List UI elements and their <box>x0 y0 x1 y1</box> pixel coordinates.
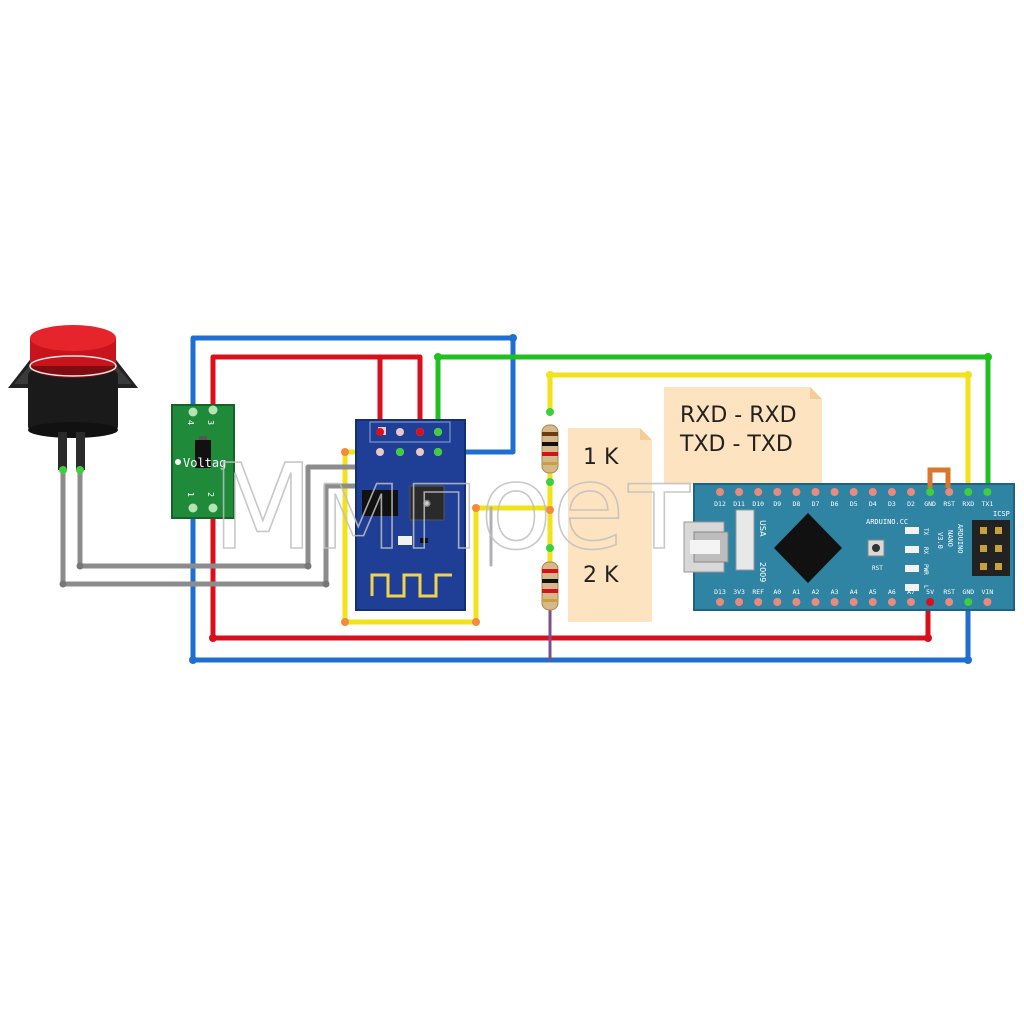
arduino-pin-top-3 <box>773 488 782 496</box>
arduino-pin-label-top-1: D11 <box>733 500 745 508</box>
arduino-pin-label-bottom-10: A7 <box>907 588 915 596</box>
arduino-pin-label-bottom-7: A4 <box>850 588 858 596</box>
arduino-pin-label-bottom-13: GND <box>962 588 974 596</box>
arduino-pin-top-4 <box>792 488 801 496</box>
arduino-pin-top-13 <box>964 488 973 496</box>
watermark: Ммпоет <box>212 438 694 576</box>
arduino-year-label: 2009 <box>758 562 767 582</box>
arduino-pin-label-top-14: TX1 <box>982 500 994 508</box>
arduino-pin-label-top-5: D7 <box>812 500 820 508</box>
arduino-pin-label-top-11: GND <box>924 500 936 508</box>
note-txd: TXD - TXD <box>679 432 793 457</box>
arduino-pin-bottom-0 <box>716 598 724 606</box>
arduino-pin-bottom-2 <box>754 598 763 606</box>
arduino-pin-label-top-7: D5 <box>850 500 858 508</box>
arduino-pin-label-top-10: D2 <box>907 500 915 508</box>
wire-red-bottom <box>210 505 931 641</box>
arduino-pin-top-8 <box>868 488 877 496</box>
arduino-pin-top-0 <box>716 488 724 496</box>
arduino-pin-bottom-3 <box>773 598 782 606</box>
arduino-pin-label-bottom-5: A2 <box>812 588 820 596</box>
voltage-regulator: 4 3 1 2 Voltag <box>171 404 235 519</box>
note-rxd: RXD - RXD <box>680 403 797 428</box>
arduino-pin-bottom-11 <box>926 598 935 606</box>
wire-green <box>435 354 991 495</box>
arduino-pin-top-6 <box>830 488 839 496</box>
regulator-pin-1: 1 <box>186 492 195 497</box>
arduino-pin-bottom-13 <box>964 598 973 606</box>
arduino-pin-bottom-10 <box>907 598 915 606</box>
arduino-bottom-pins: D13 3V3 REF A0 A1 A2 A3 A4 A5 A6 A7 5V RST GND VIN <box>714 588 993 606</box>
arduino-model-2: NANO <box>946 530 954 547</box>
arduino-pin-bottom-1 <box>735 598 744 606</box>
arduino-model-1: ARDUINO <box>956 524 964 554</box>
resistor-2k <box>541 506 559 611</box>
arduino-pin-label-bottom-8: A5 <box>869 588 877 596</box>
arduino-pin-top-7 <box>849 488 858 496</box>
arduino-pin-top-10 <box>907 488 915 496</box>
arduino-pin-top-11 <box>926 488 935 496</box>
arduino-pin-top-5 <box>811 488 820 496</box>
wire-red-top <box>210 354 423 433</box>
arduino-pin-label-top-2: D10 <box>752 500 764 508</box>
arduino-led-rx: RX <box>922 547 929 555</box>
arduino-pin-label-top-9: D3 <box>888 500 896 508</box>
regulator-label: Voltag <box>183 456 226 470</box>
arduino-pin-bottom-6 <box>830 598 839 606</box>
arduino-brand: ARDUINO.CC <box>866 518 908 526</box>
regulator-pin-3: 3 <box>206 420 215 425</box>
arduino-pin-top-12 <box>945 488 954 496</box>
arduino-pin-label-top-8: D4 <box>869 500 877 508</box>
arduino-pin-label-bottom-2: REF <box>752 588 764 596</box>
note-serial: RXD - RXD TXD - TXD <box>664 387 822 484</box>
arduino-pin-bottom-7 <box>849 598 858 606</box>
arduino-pin-label-bottom-1: 3V3 <box>733 588 745 596</box>
arduino-pin-label-bottom-4: A1 <box>792 588 800 596</box>
arduino-led-pwr: PWR <box>922 564 929 575</box>
arduino-pin-top-9 <box>887 488 896 496</box>
arduino-pin-label-bottom-0: D13 <box>714 588 726 596</box>
arduino-pin-label-top-0: D12 <box>714 500 726 508</box>
arduino-pin-top-14 <box>983 488 992 496</box>
arduino-pin-bottom-12 <box>945 598 954 606</box>
arduino-led-tx: TX <box>922 528 929 536</box>
arduino-pin-top-2 <box>754 488 763 496</box>
arduino-pin-bottom-5 <box>811 598 820 606</box>
wire-yellow-top <box>547 372 971 495</box>
arduino-pin-label-top-3: D9 <box>773 500 781 508</box>
arduino-top-pins: D12 D11 D10 D9 D8 D7 D6 D5 D4 D3 D2 GND RST RXD TX1 <box>714 488 993 508</box>
arduino-pin-bottom-9 <box>887 598 896 606</box>
arduino-pin-label-top-13: RXD <box>962 500 974 508</box>
arduino-pin-label-top-4: D8 <box>792 500 800 508</box>
arduino-pin-label-bottom-6: A3 <box>831 588 839 596</box>
note-resistor-values: 1 K 2 K <box>568 428 652 622</box>
arduino-pin-bottom-14 <box>983 598 992 606</box>
arduino-pin-top-1 <box>735 488 744 496</box>
arduino-pin-bottom-8 <box>868 598 877 606</box>
arduino-usa-label: USA <box>758 520 767 537</box>
arduino-pin-label-top-6: D6 <box>831 500 839 508</box>
regulator-pin-2: 2 <box>206 492 215 497</box>
regulator-pin-4: 4 <box>186 420 195 425</box>
arduino-led-l: L <box>922 585 929 589</box>
arduino-rst-label: RST <box>872 565 883 572</box>
arduino-icsp-label: ICSP <box>993 510 1010 518</box>
arduino-pin-bottom-4 <box>792 598 801 606</box>
note-2k: 2 K <box>583 563 619 588</box>
arduino-model-3: V3.0 <box>936 532 944 549</box>
resistor-1k <box>541 408 559 486</box>
arduino-pin-label-bottom-3: A0 <box>773 588 781 596</box>
note-1k: 1 K <box>583 445 619 470</box>
push-button <box>8 325 138 474</box>
arduino-pin-label-bottom-11: 5V <box>926 588 934 596</box>
esp01-module: ✺ <box>355 419 466 611</box>
arduino-pin-label-bottom-12: RST <box>943 588 955 596</box>
svg-text:✺: ✺ <box>423 499 431 510</box>
arduino-pin-label-bottom-9: A6 <box>888 588 896 596</box>
arduino-pin-label-top-12: RST <box>943 500 955 508</box>
arduino-pin-label-bottom-14: VIN <box>982 588 994 596</box>
